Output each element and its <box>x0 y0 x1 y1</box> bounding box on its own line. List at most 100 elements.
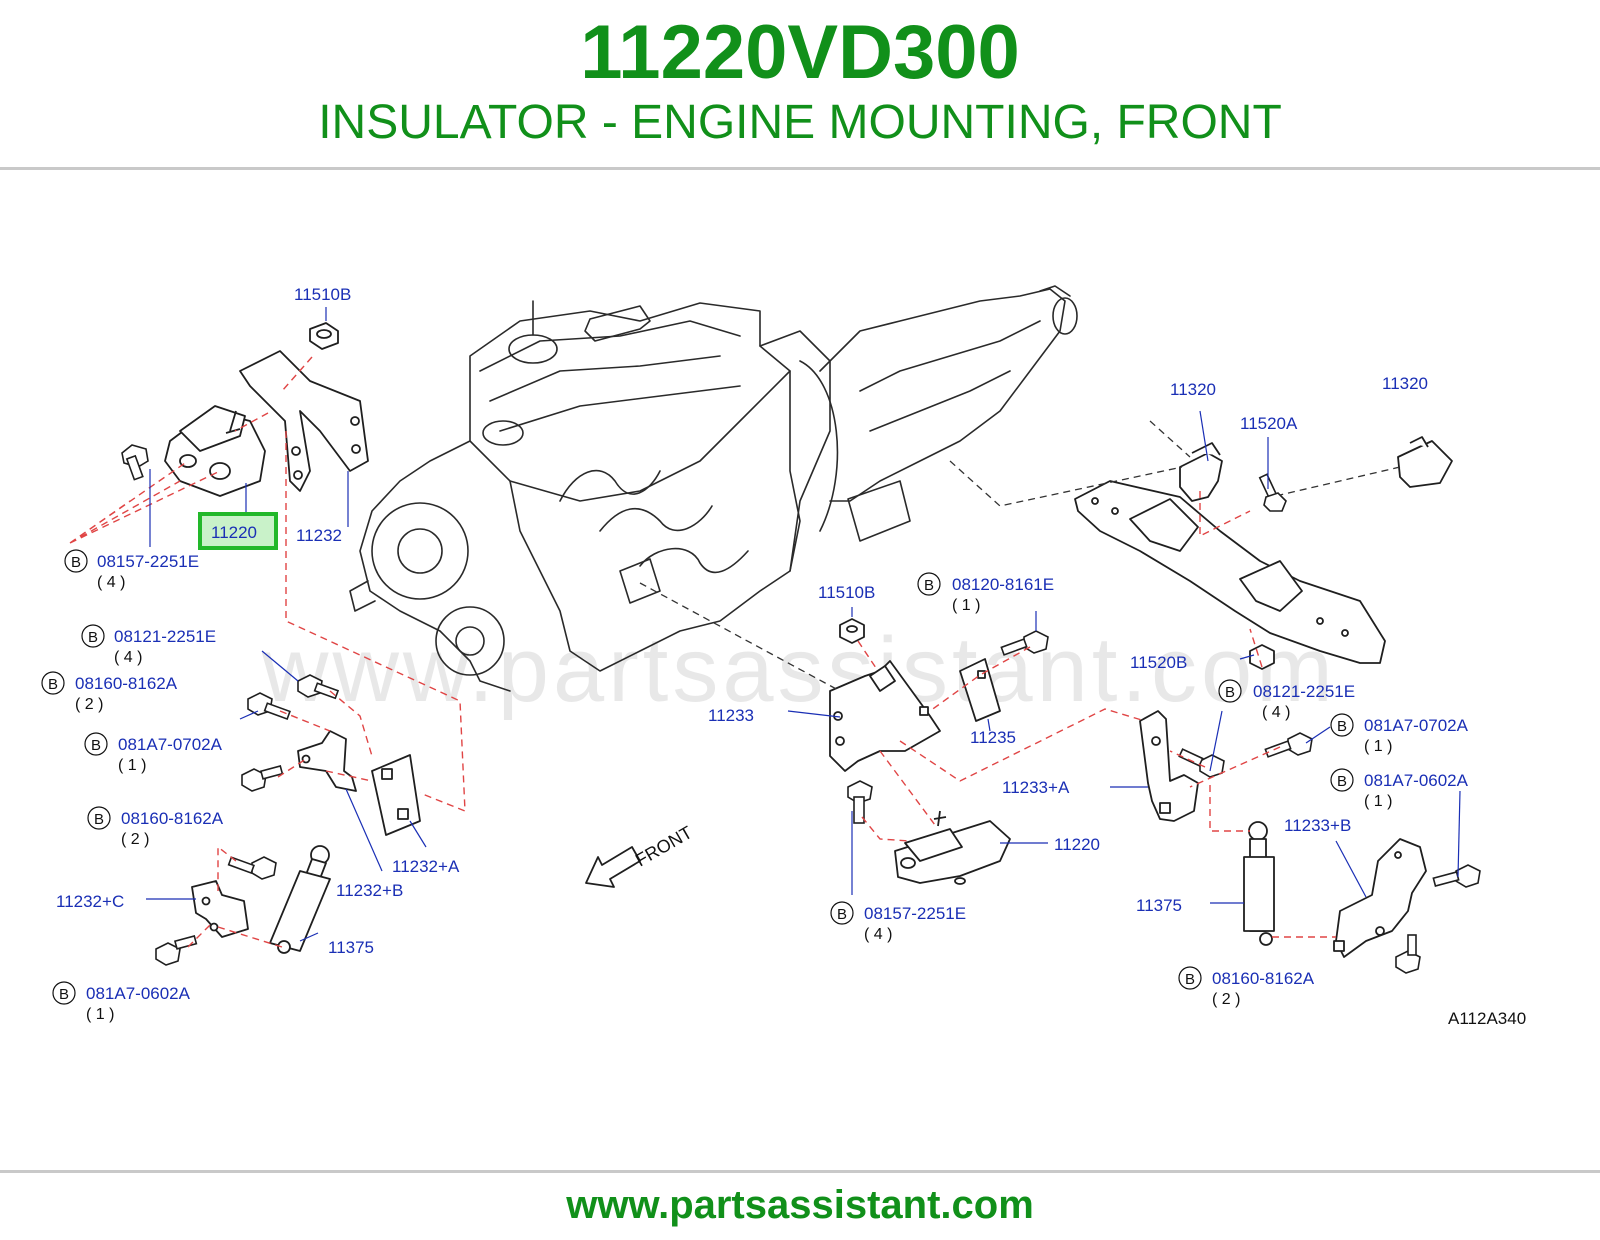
part-description: INSULATOR - ENGINE MOUNTING, FRONT <box>318 96 1282 149</box>
badge-b-letter: B <box>837 906 847 923</box>
badge-b <box>84 732 108 756</box>
damper-11375-right <box>1243 821 1275 946</box>
callout-08157-left-label: 08157-2251E <box>97 552 199 571</box>
badge-b <box>1218 679 1242 703</box>
callout-08160-left1-qty: ( 2 ) <box>75 696 103 713</box>
callout-08157-left[interactable]: B 08157-2251E ( 4 ) <box>64 549 199 591</box>
callout-081A7-0602-right[interactable]: B 081A7-0602A ( 1 ) <box>1330 768 1469 810</box>
callout-08121-right[interactable]: B 08121-2251E ( 4 ) <box>1218 679 1355 721</box>
callout-11232a[interactable]: 11232+A <box>392 857 460 876</box>
bolt-081A7-0602-left <box>155 934 198 966</box>
badge-b-letter: B <box>91 737 101 754</box>
footer-divider <box>0 1170 1600 1173</box>
footer-url-link[interactable]: www.partsassistant.com <box>566 1183 1034 1227</box>
bracket-11233b <box>1333 838 1427 958</box>
nut-11510b-mid <box>839 618 865 644</box>
plate-11235 <box>959 658 1001 722</box>
callout-08160-left2-qty: ( 2 ) <box>121 831 149 848</box>
callout-081A7-0602-left[interactable]: B 081A7-0602A ( 1 ) <box>52 981 191 1023</box>
callout-08157-right-qty: ( 4 ) <box>864 926 892 943</box>
callout-08121-right-qty: ( 4 ) <box>1262 704 1290 721</box>
diagram-canvas: www.partsassistant.com <box>41 285 1526 1028</box>
callout-11320-a[interactable]: 11320 <box>1170 380 1216 399</box>
badge-b-letter: B <box>924 577 934 594</box>
callout-081A7-0702-right[interactable]: B 081A7-0702A ( 1 ) <box>1330 713 1469 755</box>
callout-11510b-mid[interactable]: 11510B <box>818 583 875 602</box>
callout-11233a[interactable]: 11233+A <box>1002 778 1070 797</box>
callout-08121-left[interactable]: B 08121-2251E ( 4 ) <box>81 624 216 666</box>
front-direction-indicator: FRONT <box>585 822 696 888</box>
badge-b-letter: B <box>88 629 98 646</box>
bolt-08121-left <box>297 674 340 700</box>
callout-11232c[interactable]: 11232+C <box>56 892 124 911</box>
callout-081A7-0602-left-qty: ( 1 ) <box>86 1006 114 1023</box>
callout-11375-right[interactable]: 11375 <box>1136 896 1182 915</box>
callout-08157-right-label: 08157-2251E <box>864 904 966 923</box>
bracket-11232b <box>297 730 357 792</box>
front-arrow-icon <box>585 846 641 888</box>
badge-b-letter: B <box>71 554 81 571</box>
callout-11232[interactable]: 11232 <box>296 526 342 545</box>
callout-08157-right[interactable]: B 08157-2251E ( 4 ) <box>830 901 966 943</box>
callout-11233[interactable]: 11233 <box>708 706 754 725</box>
callout-08120[interactable]: B 08120-8161E ( 1 ) <box>917 572 1054 614</box>
mount-11320-b <box>1397 436 1453 488</box>
callout-08160-left1[interactable]: B 08160-8162A ( 2 ) <box>41 671 178 713</box>
callout-11232b[interactable]: 11232+B <box>336 881 403 900</box>
callout-11220-highlighted[interactable]: 11220 <box>211 523 257 542</box>
page-header: 11220VD300 INSULATOR - ENGINE MOUNTING, … <box>0 0 1600 168</box>
badge-b <box>1178 966 1202 990</box>
nut-11510b-top <box>309 322 339 350</box>
assembly-lines <box>69 356 1401 948</box>
highlight-box <box>198 512 278 550</box>
bolt-081A7-0702-left <box>241 764 284 792</box>
badge-b-letter: B <box>1185 971 1195 988</box>
badge-b-letter: B <box>1337 773 1347 790</box>
watermark-text: www.partsassistant.com <box>261 619 1337 721</box>
front-label: FRONT <box>632 822 696 870</box>
callout-11320-b[interactable]: 11320 <box>1382 374 1428 393</box>
callout-081A7-0602-left-label: 081A7-0602A <box>86 984 191 1003</box>
callout-08121-left-label: 08121-2251E <box>114 627 216 646</box>
badge-b <box>1330 768 1354 792</box>
callout-081A7-0702-left[interactable]: B 081A7-0702A ( 1 ) <box>84 732 223 774</box>
callout-11220-right[interactable]: 11220 <box>1054 835 1100 854</box>
bolt-08157-left <box>121 444 149 481</box>
callout-08160-left2[interactable]: B 08160-8162A ( 2 ) <box>87 806 224 848</box>
badge-b-letter: B <box>1225 684 1235 701</box>
callout-11520b[interactable]: 11520B <box>1130 653 1187 672</box>
bracket-11233a <box>1139 710 1199 822</box>
bracket-11233 <box>829 660 941 772</box>
bolt-08157-right <box>847 780 873 824</box>
nut-11520b <box>1249 644 1275 670</box>
callout-11520a[interactable]: 11520A <box>1240 414 1298 433</box>
bolt-081A7-0702-right <box>1264 732 1313 758</box>
badge-b <box>52 981 76 1005</box>
insulator-11220-right <box>894 810 1011 885</box>
callout-11235[interactable]: 11235 <box>970 728 1016 747</box>
callout-08160-right-qty: ( 2 ) <box>1212 991 1240 1008</box>
badge-b <box>41 671 65 695</box>
callout-08160-right[interactable]: B 08160-8162A ( 2 ) <box>1178 966 1315 1008</box>
crossmember <box>1074 480 1386 664</box>
badge-b <box>87 806 111 830</box>
callout-11233b[interactable]: 11233+B <box>1284 816 1351 835</box>
callout-11510b-top[interactable]: 11510B <box>294 285 351 304</box>
callout-08120-qty: ( 1 ) <box>952 597 980 614</box>
diagram-reference-code: A112A340 <box>1448 1009 1526 1028</box>
insulator-11220-left <box>164 405 266 497</box>
mount-11320-a <box>1179 442 1223 502</box>
callout-081A7-0702-left-label: 081A7-0702A <box>118 735 223 754</box>
badge-b-letter: B <box>94 811 104 828</box>
parts-diagram: www.partsassistant.com <box>0 171 1600 1167</box>
engine-transmission-illustration <box>349 285 1078 692</box>
callout-081A7-0702-right-qty: ( 1 ) <box>1364 738 1392 755</box>
badge-b <box>64 549 88 573</box>
part-number-title: 11220VD300 <box>580 10 1020 95</box>
callout-11375-left[interactable]: 11375 <box>328 938 374 957</box>
leader-lines <box>146 307 1461 942</box>
bolt-081A7-0602-right <box>1432 864 1481 888</box>
callout-08157-left-qty: ( 4 ) <box>97 574 125 591</box>
callout-081A7-0602-right-label: 081A7-0602A <box>1364 771 1469 790</box>
badge-b-letter: B <box>59 986 69 1003</box>
